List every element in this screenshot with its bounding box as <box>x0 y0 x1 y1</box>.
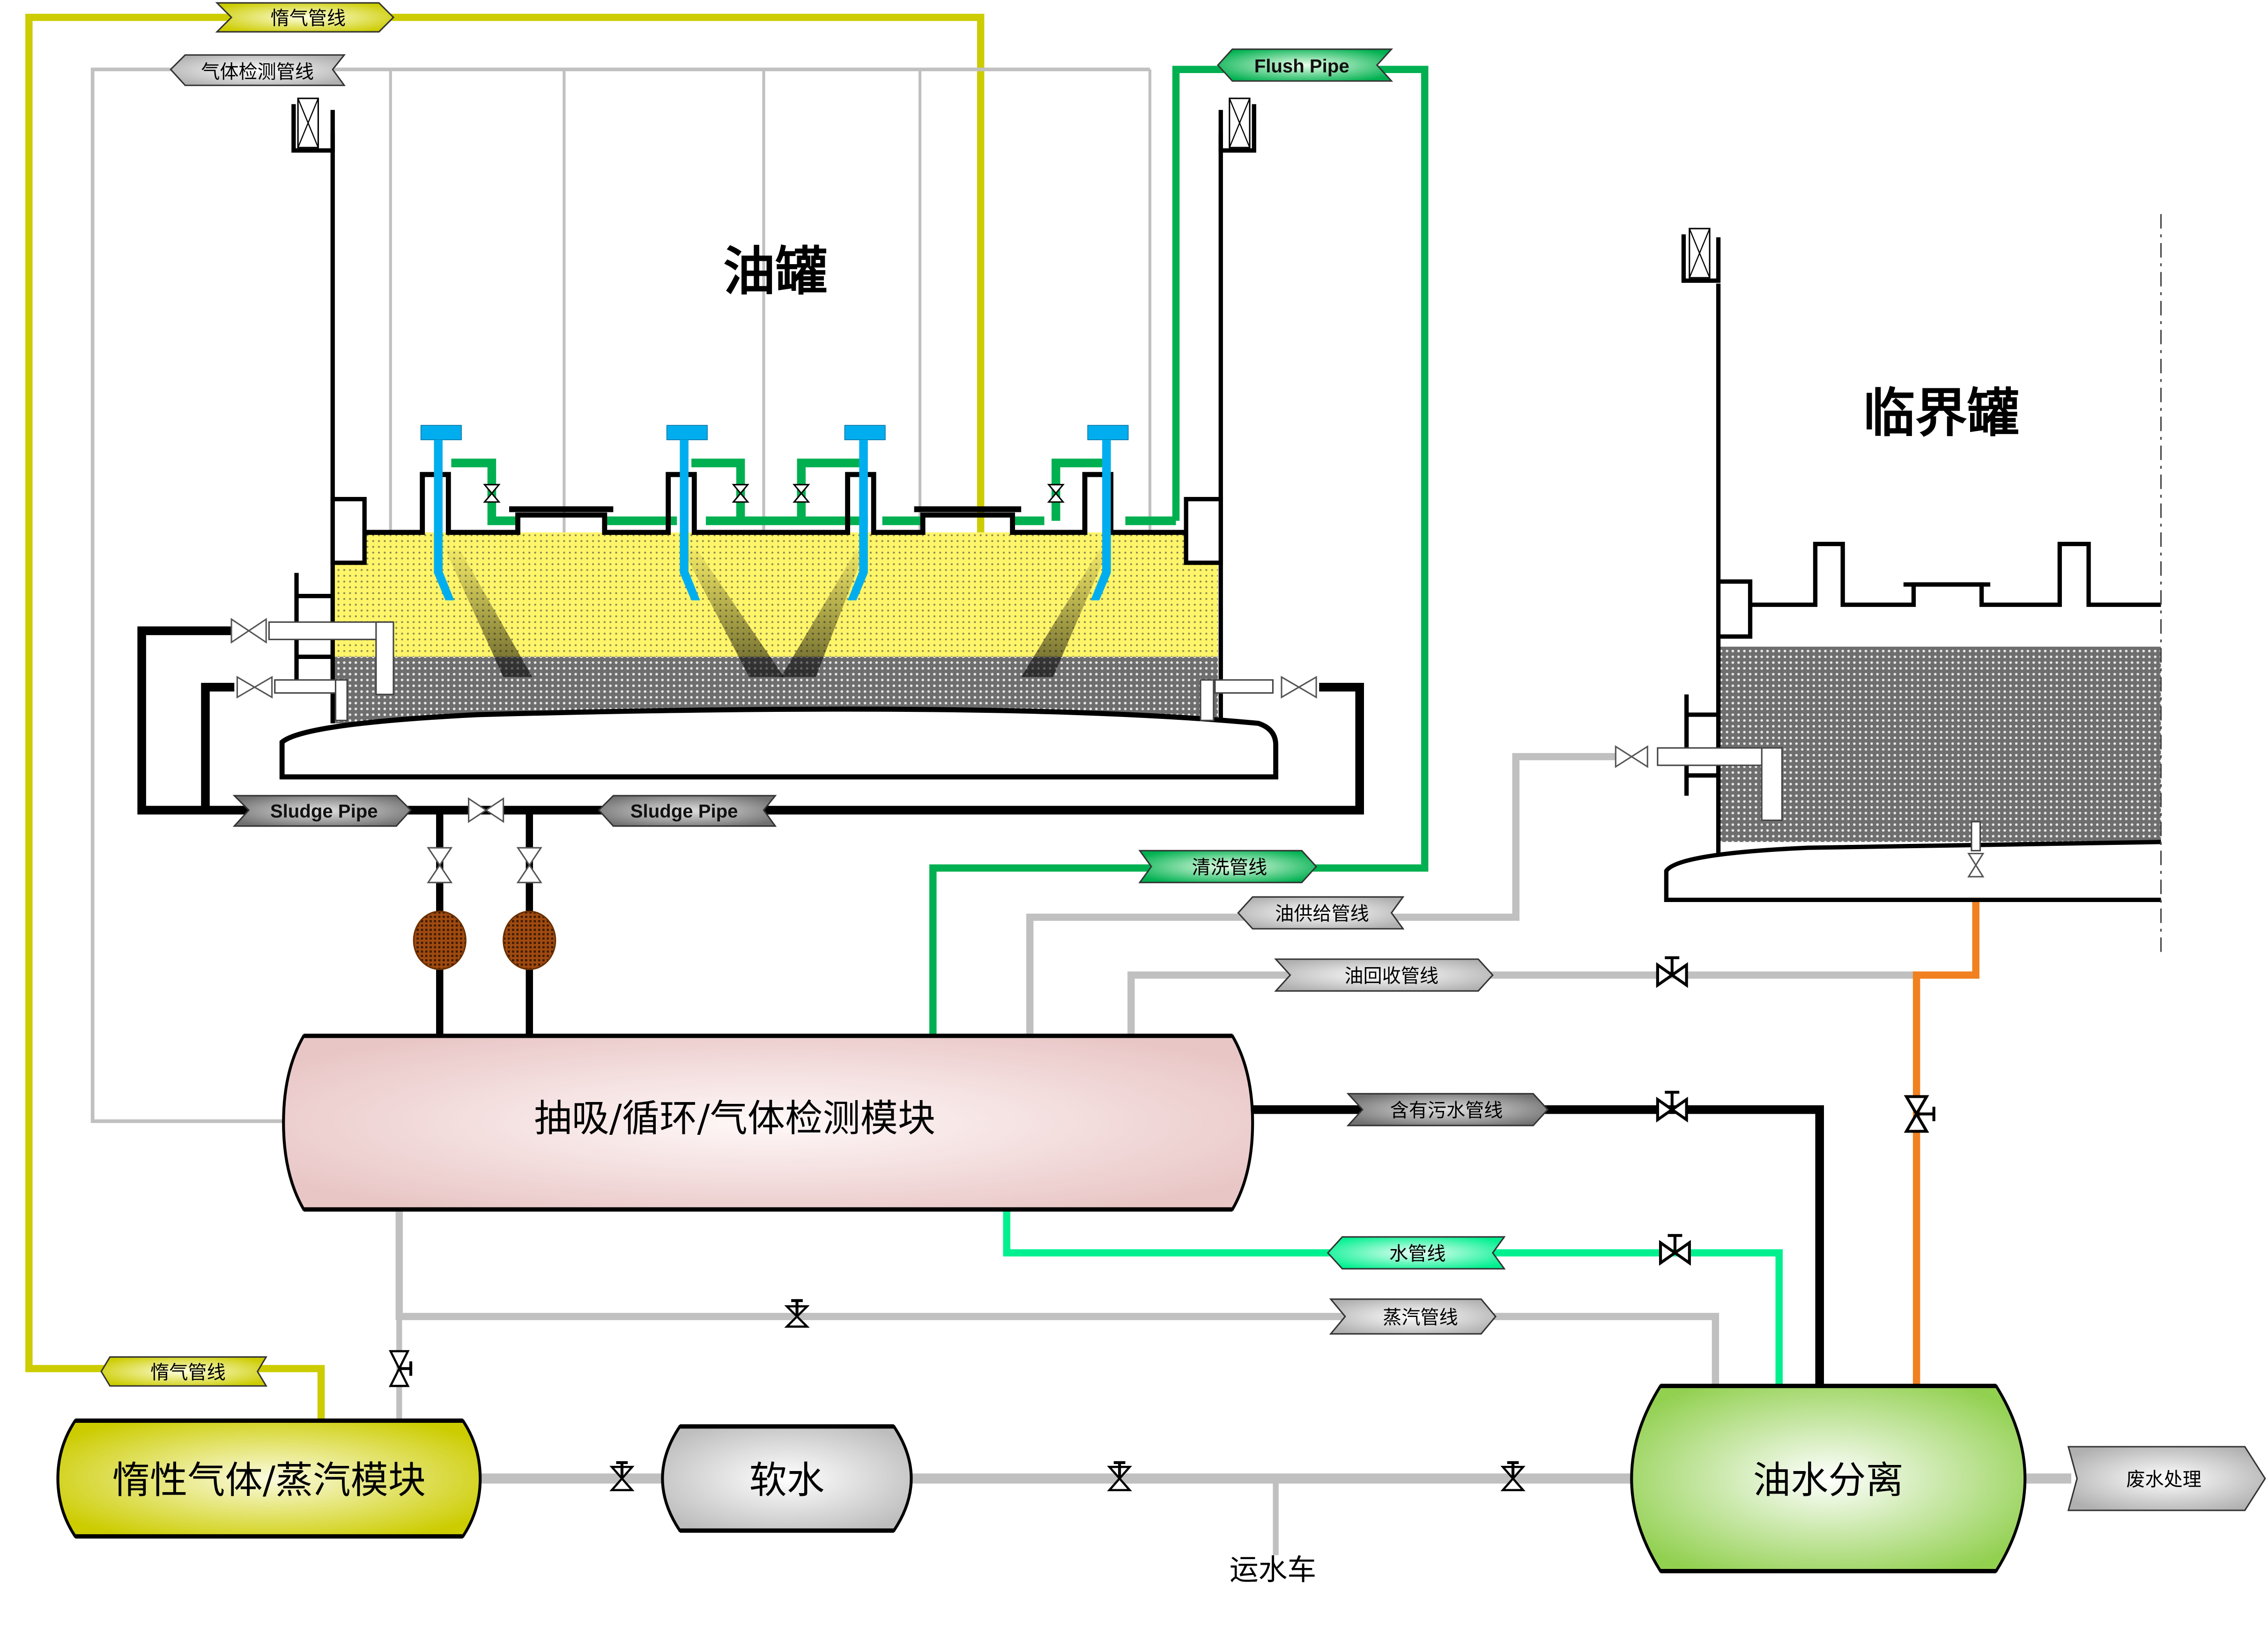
spray-cone <box>781 549 865 677</box>
gate-valve-icon[interactable] <box>1047 484 1065 503</box>
oil-tank: 油罐 <box>268 97 1279 780</box>
sludge-layer <box>1718 646 2161 842</box>
pump-icon[interactable] <box>413 910 467 970</box>
inert-gas-pipe-top <box>25 14 985 1421</box>
tag-sludge-left: Sludge Pipe <box>232 795 412 827</box>
suction-outlet-leg <box>1761 747 1783 821</box>
tank-floor <box>279 706 1279 780</box>
svg-text:含有污水管线: 含有污水管线 <box>1390 1100 1503 1122</box>
gate-valve-icon[interactable] <box>1967 852 1985 878</box>
side-flange <box>1684 694 1719 796</box>
gate-valve-icon[interactable] <box>516 847 542 883</box>
tag-gas-detect: 气体检测管线 <box>170 54 346 86</box>
svg-text:Sludge Pipe: Sludge Pipe <box>270 800 378 821</box>
spray-cone <box>682 549 784 677</box>
tag-water-line: 水管线 <box>1327 1236 1506 1270</box>
cleaning-nozzle-icon <box>1087 425 1129 600</box>
gate-valve-icon[interactable] <box>732 484 749 503</box>
tag-inert-gas-bottom: 惰气管线 <box>100 1356 267 1387</box>
svg-text:惰气管线: 惰气管线 <box>270 8 346 30</box>
tank-floor <box>1664 840 2161 902</box>
globe-valve-icon[interactable] <box>1659 1234 1691 1266</box>
svg-text:Flush Pipe: Flush Pipe <box>1254 55 1349 76</box>
cleaning-nozzle-icon <box>844 425 886 600</box>
svg-text:水管线: 水管线 <box>1389 1243 1445 1265</box>
tag-oil-supply: 油供给管线 <box>1237 896 1405 930</box>
globe-valve-icon[interactable] <box>389 1350 413 1387</box>
oil-water-separator[interactable]: 油水分离 <box>1630 1383 2027 1574</box>
critical-tank: 临界罐 <box>1657 214 2162 955</box>
gate-valve-icon[interactable] <box>467 797 504 823</box>
tank-roof <box>1718 541 2161 639</box>
suction-outlet-leg <box>375 621 394 695</box>
tag-sewage: 含有污水管线 <box>1346 1093 1549 1126</box>
sludge-outlet-leg <box>334 679 348 721</box>
critical-tank-drain-pipe <box>1912 882 1979 1386</box>
tag-inert-gas-top: 惰气管线 <box>215 2 395 33</box>
water-truck-label: 运水车 <box>1230 1553 1316 1587</box>
sludge-outlet-right-leg <box>1200 679 1215 721</box>
svg-text:Sludge Pipe: Sludge Pipe <box>630 800 738 821</box>
svg-text:油回收管线: 油回收管线 <box>1344 965 1438 987</box>
svg-text:油供给管线: 油供给管线 <box>1275 903 1369 925</box>
cleaning-nozzle-icon <box>666 425 708 600</box>
svg-text:蒸汽管线: 蒸汽管线 <box>1383 1307 1458 1328</box>
oil-supply-pipe <box>1026 753 1617 1036</box>
tag-waste-water: 废水处理 <box>2067 1446 2266 1511</box>
tag-flush-pipe: Flush Pipe <box>1217 48 1393 82</box>
sludge-pipe-inner <box>201 683 235 810</box>
tank-roof <box>333 472 1186 535</box>
suction-module[interactable]: 抽吸/循环/气体检测模块 <box>282 1034 1254 1212</box>
soft-water-module-label: 软水 <box>749 1458 825 1502</box>
tag-steam-line: 蒸汽管线 <box>1329 1298 1497 1335</box>
tag-oil-return: 油回收管线 <box>1274 958 1494 992</box>
gate-valve-icon[interactable] <box>427 847 453 883</box>
globe-valve-icon[interactable] <box>784 1299 810 1328</box>
gas-detection-pipe <box>90 67 1150 1123</box>
spray-cone <box>445 549 533 677</box>
vent-icon <box>1218 97 1256 153</box>
spray-cone <box>1021 549 1108 677</box>
globe-valve-icon[interactable] <box>1500 1461 1526 1491</box>
steam-pipe <box>395 1209 1720 1411</box>
drain-nozzle <box>1971 821 1981 851</box>
cleaning-nozzle-icon <box>420 425 462 600</box>
oil-return-pipe <box>1127 971 1917 1036</box>
side-nozzle-box <box>330 497 367 565</box>
gate-valve-icon[interactable] <box>1281 675 1317 699</box>
globe-valve-icon[interactable] <box>1656 1091 1688 1123</box>
vent-icon <box>291 97 335 153</box>
flush-pipe-top <box>929 66 1429 1036</box>
suction-outlet <box>268 621 394 640</box>
gate-valve-icon[interactable] <box>236 675 273 699</box>
svg-text:废水处理: 废水处理 <box>2126 1469 2201 1490</box>
separator-label: 油水分离 <box>1753 1458 1904 1502</box>
pump-icon[interactable] <box>503 910 556 970</box>
suction-module-label: 抽吸/循环/气体检测模块 <box>534 1096 935 1140</box>
vent-icon <box>1681 228 1721 283</box>
gas-detection-probes <box>389 69 1152 544</box>
tag-sludge-right: Sludge Pipe <box>598 795 777 827</box>
gate-valve-icon[interactable] <box>483 484 501 503</box>
svg-text:惰气管线: 惰气管线 <box>150 1362 226 1383</box>
oil-tank-title: 油罐 <box>723 241 827 302</box>
water-pipe <box>1003 1209 1783 1386</box>
svg-text:气体检测管线: 气体检测管线 <box>201 61 314 83</box>
globe-valve-icon[interactable] <box>609 1461 635 1491</box>
svg-text:清洗管线: 清洗管线 <box>1192 857 1267 879</box>
inert-steam-module[interactable]: 惰性气体/蒸汽模块 <box>56 1418 482 1539</box>
globe-valve-icon[interactable] <box>1904 1095 1935 1133</box>
critical-tank-title: 临界罐 <box>1863 383 2019 444</box>
globe-valve-icon[interactable] <box>1107 1461 1132 1491</box>
tag-clean-line: 清洗管线 <box>1138 850 1318 883</box>
inert-steam-module-label: 惰性气体/蒸汽模块 <box>112 1458 426 1502</box>
sludge-outlet-right <box>1214 679 1274 694</box>
soft-water-module[interactable]: 软水 <box>661 1424 913 1533</box>
gate-valve-icon[interactable] <box>230 618 267 644</box>
gate-valve-icon[interactable] <box>1615 745 1648 768</box>
gate-valve-icon[interactable] <box>793 484 810 503</box>
globe-valve-icon[interactable] <box>1656 956 1688 988</box>
side-nozzle-box <box>1184 497 1223 565</box>
